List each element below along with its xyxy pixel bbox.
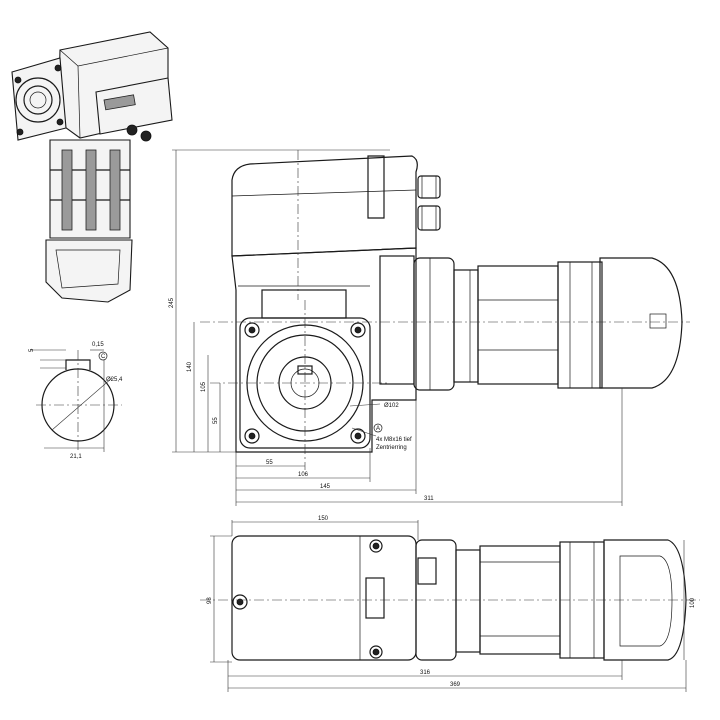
- thread-callout-1-text: 4x M8x16 tief: [376, 437, 412, 443]
- dim-98-text: 98: [207, 597, 213, 604]
- dim-245-text: 245: [169, 297, 175, 308]
- thread-callout-2-text: Zentrierring: [376, 445, 407, 451]
- keyway-depth-text: 21,1: [70, 454, 82, 460]
- top-view: 150 98 100 316 369: [200, 516, 700, 692]
- keyway-detail: 5 0,15 C Ø25,4 21,1: [29, 342, 123, 460]
- dim-145-text: 145: [320, 484, 331, 490]
- shaft-diameter-text: Ø102: [384, 403, 399, 409]
- dim-150-text: 150: [318, 516, 329, 522]
- dim-369-text: 369: [450, 682, 461, 688]
- dim-105-text: 105: [201, 381, 207, 392]
- bore-diameter-text: Ø25,4: [106, 377, 123, 383]
- dim-106-text: 106: [298, 472, 309, 478]
- front-view: 245 140 105 55 55 106 145 311 Ø102 A 4x …: [169, 149, 690, 506]
- keyway-width-text: 5: [29, 348, 35, 352]
- dim-316-text: 316: [420, 670, 431, 676]
- dim-311-text: 311: [424, 496, 434, 502]
- dim-140-text: 140: [187, 361, 193, 372]
- dim-100-text: 100: [690, 597, 696, 608]
- dim-55-width-text: 55: [266, 460, 273, 466]
- isometric-view: [11, 31, 173, 303]
- dim-55-height-text: 55: [213, 417, 219, 424]
- keyway-height-text: 0,15: [92, 342, 104, 348]
- callout-letter-text: A: [376, 426, 380, 432]
- keyway-letter-text: C: [101, 354, 106, 360]
